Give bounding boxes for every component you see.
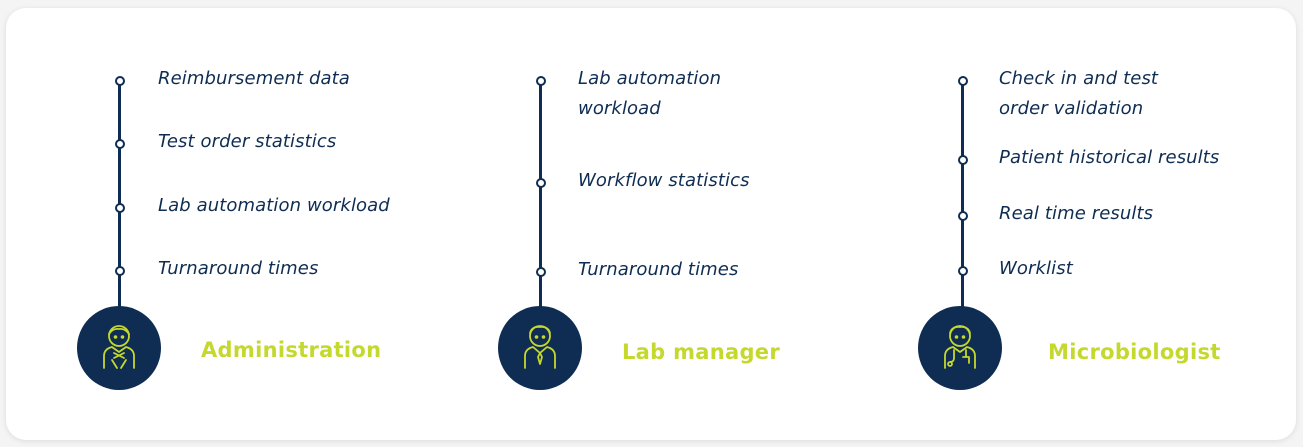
role-item: Check in and test (999, 68, 1159, 89)
timeline-node (536, 76, 546, 86)
role-item: Worklist (999, 258, 1073, 279)
timeline-node (115, 76, 125, 86)
role-item: Test order statistics (158, 131, 337, 152)
role-column-administration: Reimbursement data Test order statistics… (6, 8, 426, 440)
role-name: Microbiologist (1048, 340, 1221, 364)
role-item: Reimbursement data (158, 68, 350, 89)
timeline-line (961, 82, 964, 322)
role-item: Real time results (999, 203, 1154, 224)
role-item: Turnaround times (578, 259, 739, 280)
lab-manager-avatar-icon (498, 306, 582, 390)
timeline-node (958, 211, 968, 221)
timeline-node (536, 178, 546, 188)
role-item: Lab automation workload (158, 195, 390, 216)
role-item: Turnaround times (158, 258, 319, 279)
timeline-node (536, 267, 546, 277)
role-item: Workflow statistics (578, 170, 750, 191)
role-column-microbiologist: Check in and test order validation Patie… (846, 8, 1266, 440)
role-item: Patient historical results (999, 147, 1220, 168)
administrator-avatar-icon (77, 306, 161, 390)
role-column-lab-manager: Lab automation workload Workflow statist… (426, 8, 846, 440)
timeline-node (958, 76, 968, 86)
roles-card: Reimbursement data Test order statistics… (6, 8, 1296, 440)
timeline-node (115, 203, 125, 213)
timeline-line (118, 82, 121, 322)
role-name: Lab manager (622, 340, 781, 364)
role-item: workload (578, 98, 661, 119)
role-item: order validation (999, 98, 1144, 119)
timeline-node (958, 155, 968, 165)
microbiologist-avatar-icon (918, 306, 1002, 390)
timeline-node (958, 266, 968, 276)
role-name: Administration (201, 338, 382, 362)
timeline-node (115, 139, 125, 149)
role-item: Lab automation (578, 68, 722, 89)
timeline-line (539, 82, 542, 322)
timeline-node (115, 266, 125, 276)
